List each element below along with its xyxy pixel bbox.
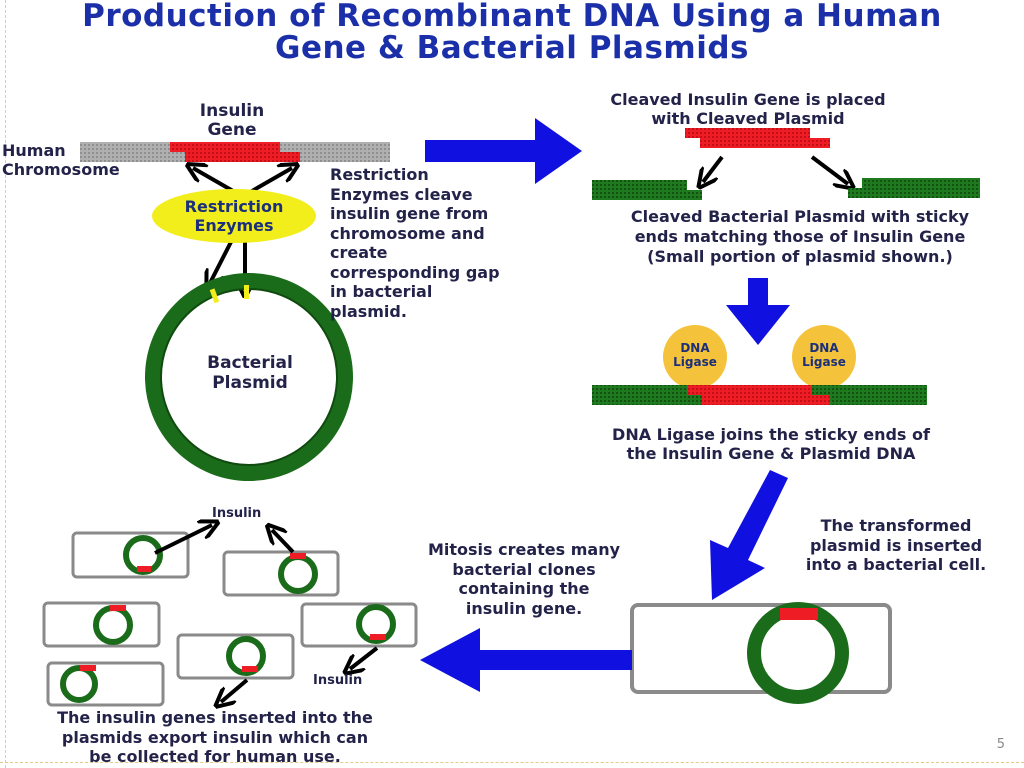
dna-ligase-left-label: DNA Ligase	[673, 341, 717, 369]
human-chromosome-label: Human Chromosome	[2, 141, 120, 179]
blue-arrow-diagonal	[710, 470, 788, 600]
clone-cell	[176, 633, 295, 680]
restriction-enzymes-ellipse	[152, 189, 316, 243]
diagram-title: Production of Recombinant DNA Using a Hu…	[0, 0, 1024, 64]
restriction-enzymes-label: Restriction Enzymes	[184, 197, 284, 235]
export-note: The insulin genes inserted into the plas…	[57, 708, 373, 766]
blue-arrow-top	[425, 118, 582, 184]
slide-left-edge	[0, 0, 6, 768]
insulin-gene-segment	[170, 142, 300, 162]
clone-cell	[71, 531, 190, 579]
page-number: 5	[996, 737, 1005, 752]
clone-cell	[300, 602, 418, 648]
insulin-export-arrows	[154, 525, 379, 702]
blue-arrow-down	[726, 278, 790, 345]
clone-cell	[46, 661, 165, 707]
bacterial-plasmid-label: Bacterial Plasmid	[207, 353, 293, 393]
dna-ligase-right-label: DNA Ligase	[802, 341, 846, 369]
title-line-2: Gene & Bacterial Plasmids	[275, 30, 749, 66]
insulin-gene-label: Insulin Gene	[199, 101, 265, 140]
cleaved-plasmid-left	[592, 180, 702, 200]
clone-cell	[222, 550, 340, 597]
insulin-label-right: Insulin	[313, 673, 363, 688]
cleaved-plasmid-right	[848, 178, 980, 198]
title-line-1: Production of Recombinant DNA Using a Hu…	[82, 0, 942, 34]
clone-cell	[42, 601, 161, 648]
dna-ligase-right-circle	[792, 325, 856, 389]
transformed-label: The transformed plasmid is inserted into…	[805, 516, 987, 574]
slide-bottom-edge	[0, 762, 1024, 764]
ligase-joins-label: DNA Ligase joins the sticky ends of the …	[612, 425, 930, 463]
dna-ligase-left-circle	[663, 325, 727, 389]
mitosis-label: Mitosis creates many bacterial clones co…	[427, 540, 621, 618]
bacterial-plasmid-ring	[145, 273, 353, 481]
blue-arrow-left	[420, 628, 632, 692]
cleaved-gene-placed-label: Cleaved Insulin Gene is placed with Clea…	[610, 90, 886, 128]
cleaved-plasmid-note: Cleaved Bacterial Plasmid with sticky en…	[630, 207, 970, 266]
cleaved-insulin-gene	[685, 128, 830, 148]
joined-recombinant-dna	[592, 385, 927, 405]
transformed-bacterial-cell	[630, 602, 892, 704]
insulin-label-top: Insulin	[212, 506, 262, 521]
placement-arrows	[703, 155, 848, 184]
restriction-note: Restriction Enzymes cleave insulin gene …	[330, 165, 500, 321]
